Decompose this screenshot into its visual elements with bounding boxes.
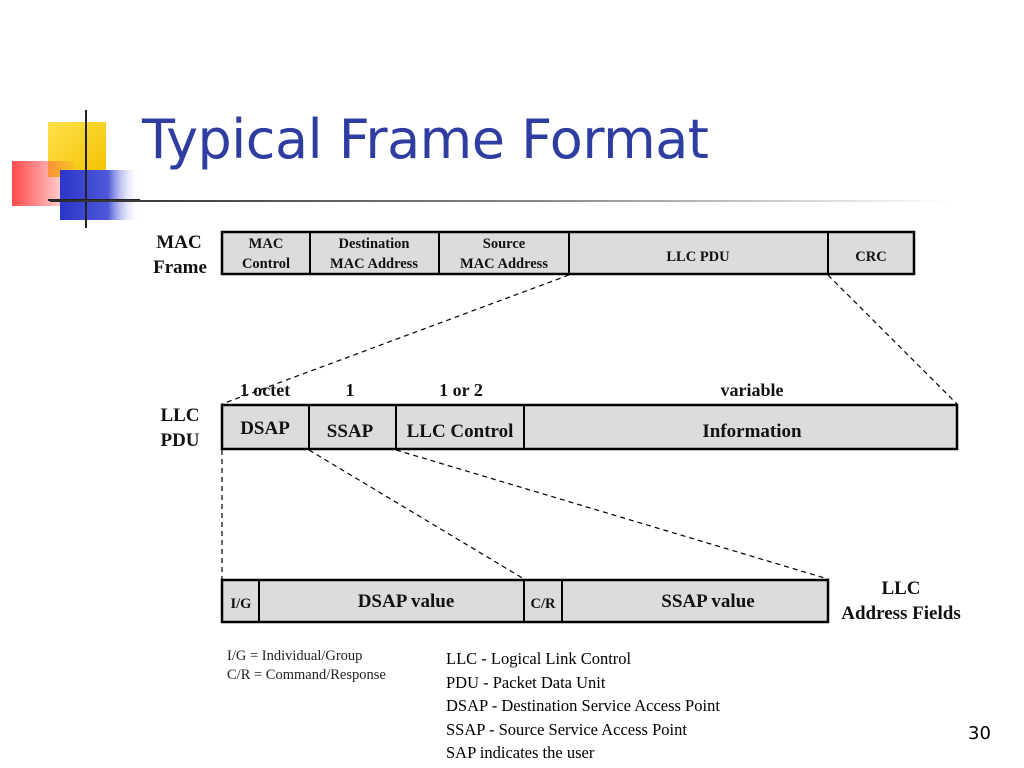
llc-field-dsap: DSAP <box>240 418 290 439</box>
legend-item: DSAP - Destination Service Access Point <box>446 696 720 715</box>
mac-field-src-l1: Source <box>483 236 526 252</box>
mac-field-crc: CRC <box>855 249 886 265</box>
mac-field-dest-l1: Destination <box>339 236 410 252</box>
mac-field-mac-control-l2: Control <box>242 256 290 272</box>
llc-field-information: Information <box>702 421 802 442</box>
legend-item: SAP indicates the user <box>446 743 595 762</box>
addr-field-cr: C/R <box>531 596 557 612</box>
addr-field-dsap-value: DSAP value <box>358 591 455 612</box>
mac-frame-label-line2: Frame <box>153 257 207 278</box>
legend-item: SSAP - Source Service Access Point <box>446 719 687 739</box>
legend-abbreviations-right: LLC - Logical Link Control PDU - Packet … <box>446 647 720 765</box>
mac-field-dest-l2: MAC Address <box>330 256 418 272</box>
llc-field-ssap: SSAP <box>327 421 374 442</box>
llc-pdu-box <box>220 403 959 451</box>
expand-line <box>395 449 829 580</box>
title-underline <box>50 200 950 202</box>
addr-field-ig: I/G <box>231 596 252 612</box>
mac-field-src-l2: MAC Address <box>460 256 548 272</box>
slide-title: Typical Frame Format <box>142 108 709 171</box>
size-label-dsap: 1 octet <box>240 380 290 400</box>
address-fields-label-line1: LLC <box>881 578 920 599</box>
size-label-information: variable <box>721 380 784 400</box>
address-fields-label-line2: Address Fields <box>841 603 960 624</box>
legend-item: PDU - Packet Data Unit <box>446 672 606 692</box>
slide-number: 30 <box>968 723 991 744</box>
size-label-control: 1 or 2 <box>439 380 483 400</box>
llc-pdu-label-line1: LLC <box>160 405 199 426</box>
expand-line <box>221 274 570 405</box>
legend-abbreviations-left: I/G = Individual/Group C/R = Command/Res… <box>227 647 386 685</box>
size-label-ssap: 1 <box>346 380 355 400</box>
legend-item: C/R = Command/Response <box>227 667 386 683</box>
expand-line <box>827 274 958 405</box>
addr-field-ssap-value: SSAP value <box>661 591 754 612</box>
mac-frame-label-line1: MAC <box>156 232 201 253</box>
mac-field-mac-control-l1: MAC <box>249 236 284 252</box>
legend-item: LLC - Logical Link Control <box>446 649 632 668</box>
llc-field-control: LLC Control <box>407 421 514 442</box>
legend-item: I/G = Individual/Group <box>227 648 363 664</box>
expand-line <box>308 449 525 580</box>
llc-pdu-label-line2: PDU <box>160 430 199 451</box>
mac-field-llc-pdu: LLC PDU <box>666 249 730 265</box>
